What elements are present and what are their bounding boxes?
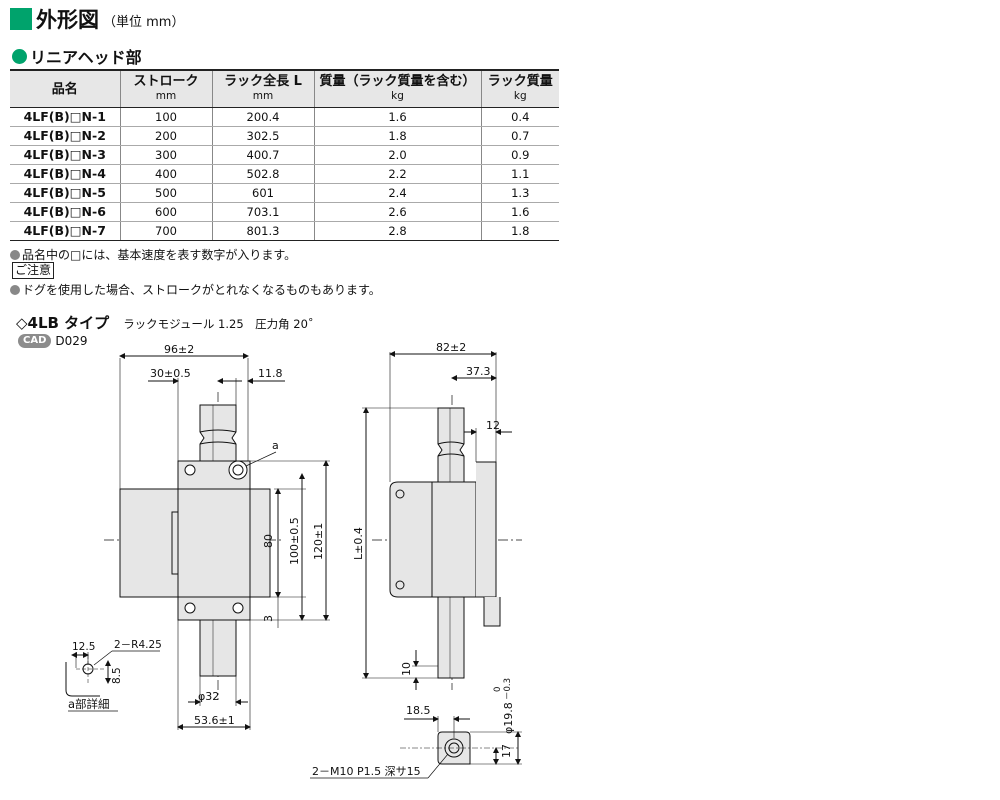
side-view-labels: 82±2 37.3 12 L±0.4 10 bbox=[352, 341, 500, 676]
front-view bbox=[104, 353, 330, 730]
section-bullet-icon bbox=[12, 48, 27, 64]
dim-12-5: 12.5 bbox=[72, 641, 95, 653]
front-view-labels: 96±2 30±0.5 11.8 a 80 100±0.5 120±1 3 φ3… bbox=[150, 343, 325, 727]
page-heading: 外形図 （単位 mm） bbox=[10, 6, 184, 32]
cad-reference: CAD D029 bbox=[18, 334, 88, 348]
dim-3: 3 bbox=[262, 615, 275, 622]
dim-17: 17 bbox=[500, 744, 513, 758]
dim-l: L±0.4 bbox=[352, 527, 365, 560]
dim-10: 10 bbox=[400, 662, 413, 676]
side-view bbox=[362, 351, 522, 690]
note-dog: ドグを使用した場合、ストロークがとれなくなるものもあります。 bbox=[10, 281, 381, 298]
title-square-icon bbox=[10, 8, 32, 30]
dim-100: 100±0.5 bbox=[288, 517, 301, 565]
dim-r4-25: 2－R4.25 bbox=[114, 639, 162, 651]
type-heading: ◇4LB タイプ ラックモジュール 1.25 圧力角 20˚ bbox=[16, 312, 314, 333]
dim-8-5: 8.5 bbox=[111, 667, 123, 684]
note-bullet-icon bbox=[10, 284, 20, 295]
dim-phi19-8-tol-upper: 0 bbox=[493, 687, 503, 692]
dim-phi19-8-tol-lower: －0.3 bbox=[503, 678, 513, 700]
cad-badge: CAD bbox=[18, 334, 52, 348]
caution-label: ご注意 bbox=[12, 262, 55, 279]
detail-a-title: a部詳細 bbox=[68, 697, 110, 711]
dim-phi19-8: φ19.8 bbox=[502, 702, 515, 734]
section-heading: リニアヘッド部 bbox=[12, 44, 142, 68]
detail-a-view bbox=[65, 650, 160, 697]
table-header: 質量（ラック質量を含む）kg bbox=[313, 69, 481, 108]
dim-phi32: φ32 bbox=[198, 690, 219, 703]
type-title: ◇4LB タイプ bbox=[16, 314, 110, 332]
dim-80: 80 bbox=[262, 534, 275, 548]
dim-30: 30±0.5 bbox=[150, 367, 191, 380]
dim-11-8: 11.8 bbox=[258, 367, 283, 380]
dim-m10: 2－M10 P1.5 深サ15 bbox=[312, 765, 421, 778]
rack-end-view bbox=[310, 716, 522, 779]
page-title: 外形図 bbox=[36, 8, 99, 32]
rack-end-labels: 18.5 17 φ19.8 0 －0.3 2－M10 P1.5 深サ15 bbox=[312, 678, 515, 778]
unit-label: （単位 mm） bbox=[103, 15, 185, 30]
dim-37-3: 37.3 bbox=[466, 365, 491, 378]
note-product-name: 品名中の□には、基本速度を表す数字が入ります。 bbox=[10, 246, 296, 263]
label-a: a bbox=[272, 439, 279, 452]
dim-82: 82±2 bbox=[436, 341, 466, 354]
note-bullet-icon bbox=[10, 249, 20, 260]
cad-code: D029 bbox=[55, 334, 88, 348]
dim-120: 120±1 bbox=[312, 523, 325, 560]
dim-53-6: 53.6±1 bbox=[194, 714, 235, 727]
dim-96: 96±2 bbox=[164, 343, 194, 356]
dim-12: 12 bbox=[486, 419, 500, 432]
dim-18-5: 18.5 bbox=[406, 704, 431, 717]
table-header: 品名 bbox=[10, 69, 120, 108]
type-spec: ラックモジュール 1.25 圧力角 20˚ bbox=[123, 317, 314, 331]
detail-a-labels: 12.5 2－R4.25 8.5 a部詳細 bbox=[68, 639, 162, 711]
section-title: リニアヘッド部 bbox=[30, 48, 142, 67]
